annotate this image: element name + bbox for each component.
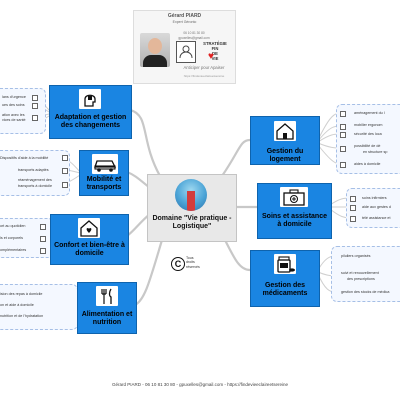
branch-label: Gestion des médicaments: [262, 282, 308, 297]
leaves-logement: [336, 104, 400, 174]
copyright-icon: C: [171, 257, 185, 271]
copyright-text: Tous droits réservés: [186, 256, 200, 269]
checkbox[interactable]: [40, 236, 46, 242]
checkbox[interactable]: [32, 115, 38, 121]
central-topic-title: Domaine "Vie pratique - Logistique": [152, 215, 232, 230]
checkbox[interactable]: [340, 146, 346, 152]
leaf-item[interactable]: soins infirmiers: [362, 196, 387, 200]
leaves-mobilite: [0, 150, 70, 196]
fork-knife-icon: [96, 286, 118, 306]
brand-name: STRATÉGIE FIN DE VIE: [203, 41, 227, 61]
leaf-item[interactable]: ues des soins: [2, 103, 25, 107]
checkbox[interactable]: [350, 205, 356, 211]
checkbox[interactable]: [40, 224, 46, 230]
leaf-item[interactable]: télé assistance et: [362, 216, 391, 220]
author-phone: 06 10 81 30 80: [183, 31, 205, 35]
checkbox[interactable]: [340, 162, 346, 168]
author-role: Expert Géronto: [172, 20, 197, 24]
checkbox[interactable]: [340, 111, 346, 117]
leaf-item[interactable]: ls et corporels: [0, 236, 23, 240]
branch-soins[interactable]: Soins et assistance à domicile: [257, 183, 332, 239]
brand-tagline: Anticiper pour Apaiser: [183, 65, 225, 70]
checkbox[interactable]: [350, 196, 356, 202]
footer-contact: Gérard PIARD - 06 10 81 30 80 - gpuxelle…: [112, 382, 288, 387]
checkbox[interactable]: [62, 182, 68, 188]
branch-medicaments[interactable]: Gestion des médicaments: [250, 250, 320, 307]
checkbox[interactable]: [62, 155, 68, 161]
leaf-item[interactable]: des prescriptions: [347, 277, 375, 281]
author-card: Gérard PIARD Expert Géronto 06 10 81 30 …: [133, 10, 236, 84]
branch-confort[interactable]: Confort et bien-être à domicile: [50, 214, 129, 265]
leaf-item[interactable]: vices de santé: [2, 118, 26, 122]
branch-label: Alimentation et nutrition: [81, 311, 133, 326]
heart-icon: ♥: [208, 51, 214, 62]
checkbox[interactable]: [340, 124, 346, 130]
leaf-item[interactable]: transports adaptés: [18, 168, 49, 172]
leaf-item[interactable]: transports à domicile: [18, 184, 53, 188]
checkbox[interactable]: [32, 103, 38, 109]
branch-label: Confort et bien-être à domicile: [54, 242, 125, 257]
branch-label: Mobilité et transports: [86, 176, 122, 191]
brand-website: https://findevieeclaireetsereine: [183, 74, 225, 78]
leaf-item[interactable]: réaménagement des: [18, 178, 52, 182]
leaf-item[interactable]: possibilité de dé: [354, 144, 381, 148]
car-icon: [92, 154, 118, 174]
checkbox[interactable]: [340, 132, 346, 138]
medical-kit-icon: [280, 187, 308, 207]
leaf-item[interactable]: ision des repas à domicile: [0, 292, 43, 296]
brand-logo-icon: [176, 41, 196, 63]
leaf-item[interactable]: nutrition et de l'hydratation: [0, 314, 44, 318]
pier-image: [175, 179, 207, 211]
leaf-item[interactable]: en structure sp: [363, 150, 388, 154]
connector-alimentation: [133, 238, 164, 307]
leaf-item[interactable]: gestion des stocks de médica: [341, 290, 390, 294]
connector-medicaments: [223, 238, 252, 272]
leaf-item[interactable]: lans d'urgence: [2, 95, 26, 99]
branch-label: Adaptation et gestion des changements: [54, 114, 127, 129]
leaf-item[interactable]: aménagement du l: [354, 111, 385, 115]
branch-logement[interactable]: Gestion du logement: [250, 116, 320, 165]
leaf-item[interactable]: omplémentaires: [0, 248, 27, 252]
checkbox[interactable]: [350, 216, 356, 222]
leaf-item[interactable]: on et aide à domicile: [0, 303, 34, 307]
leaf-item[interactable]: suivi et renouvellement: [341, 271, 379, 275]
connector-adaptation: [128, 108, 162, 178]
connector-logement: [220, 138, 252, 178]
branch-mobilite[interactable]: Mobilité et transports: [79, 150, 129, 196]
branch-label: Soins et assistance à domicile: [262, 213, 327, 228]
branch-label: Gestion du logement: [266, 148, 304, 163]
leaf-item[interactable]: ation avec les: [2, 113, 25, 117]
leaf-item[interactable]: aide aux gestes d: [362, 205, 391, 209]
pill-bottle-icon: [274, 254, 296, 274]
checkbox[interactable]: [32, 95, 38, 101]
leaves-medicaments: [331, 246, 400, 302]
house-heart-icon: [78, 218, 100, 238]
leaves-alimentation: [0, 284, 78, 330]
central-topic[interactable]: Domaine "Vie pratique - Logistique": [147, 174, 237, 242]
leaf-item[interactable]: ort au quotidien: [0, 224, 26, 228]
leaf-item[interactable]: mobilier ergonom: [354, 123, 383, 127]
author-email: gpuxelles@gmail.com: [178, 36, 210, 40]
leaves-adaptation: [0, 88, 46, 134]
leaf-item[interactable]: sécurité des loca: [354, 132, 382, 136]
puzzle-head-icon: [79, 89, 101, 109]
checkbox[interactable]: [40, 248, 46, 254]
leaf-item[interactable]: Dispositifs d'aide à la mobilité: [0, 156, 49, 160]
branch-alimentation[interactable]: Alimentation et nutrition: [77, 282, 137, 334]
house-icon: [274, 121, 296, 141]
leaf-item[interactable]: aides à domicile: [354, 162, 381, 166]
author-photo: [140, 33, 170, 67]
leaf-item[interactable]: piluliers organisés: [341, 254, 371, 258]
author-name: Gérard PIARD: [167, 13, 202, 19]
checkbox[interactable]: [62, 168, 68, 174]
branch-adaptation[interactable]: Adaptation et gestion des changements: [49, 85, 132, 139]
